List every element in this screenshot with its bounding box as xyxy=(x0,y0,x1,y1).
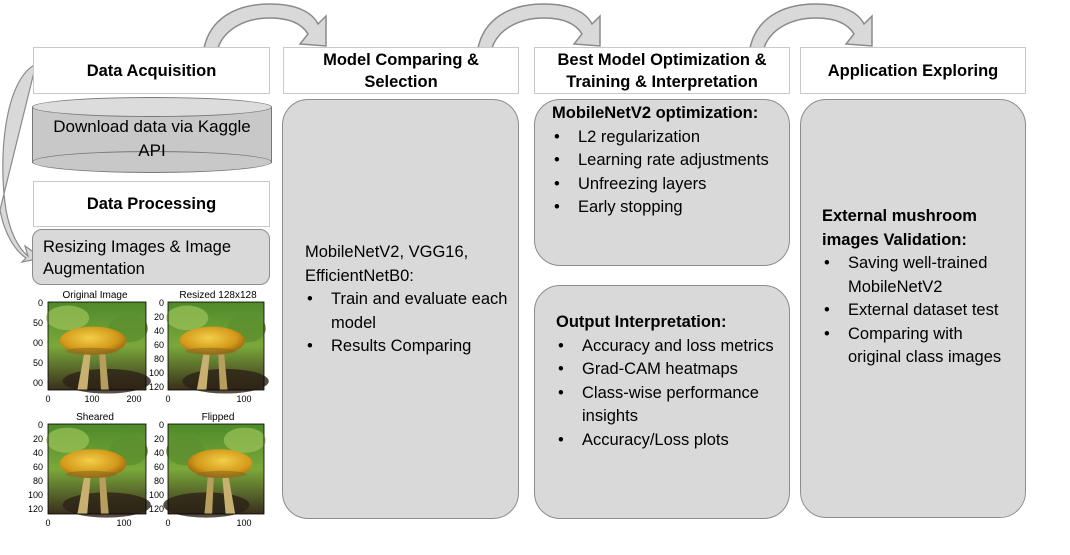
download-text: Download data via Kaggle API xyxy=(32,115,272,162)
thumb-flipped-ytick-4: 80 xyxy=(154,476,164,486)
augmentation-thumbnails: Original Image 0 50 00 50 00 0 100 200 R… xyxy=(28,290,269,528)
optimization-item: Learning rate adjustments xyxy=(552,149,781,173)
header-data-acquisition: Data Acquisition xyxy=(33,47,270,94)
thumb-sheared-ytick-1: 20 xyxy=(33,434,43,444)
header-data-processing: Data Processing xyxy=(33,181,270,227)
application-list: Saving well-trained MobileNetV2 External… xyxy=(822,252,1017,370)
thumb-flipped: Flipped 0 20 40 60 80 100 120 0 100 xyxy=(149,412,266,528)
thumb-resized-title: Resized 128x128 xyxy=(179,290,257,301)
thumb-resized-ytick-0: 0 xyxy=(159,298,164,308)
download-line1: Download data via Kaggle xyxy=(53,117,251,136)
thumb-flipped-ytick-5: 100 xyxy=(149,490,164,500)
cylinder-bottom xyxy=(32,151,272,173)
thumb-original-ytick-4: 00 xyxy=(33,378,43,388)
application-item: Saving well-trained MobileNetV2 xyxy=(822,252,1017,299)
optimization-panel: MobileNetV2 optimization: L2 regularizat… xyxy=(534,99,790,266)
interpretation-title: Output Interpretation: xyxy=(556,313,727,331)
cylinder-top xyxy=(32,97,272,117)
download-cylinder: Download data via Kaggle API xyxy=(32,97,272,173)
thumb-resized-xtick-0: 0 xyxy=(165,394,170,404)
thumb-flipped-ytick-3: 60 xyxy=(154,462,164,472)
thumb-resized: Resized 128x128 0 20 40 60 80 100 120 0 … xyxy=(149,290,269,404)
thumb-flipped-ytick-6: 120 xyxy=(149,504,164,514)
thumb-sheared-ytick-2: 40 xyxy=(33,448,43,458)
thumb-original-ytick-2: 00 xyxy=(33,338,43,348)
resizing-line1: Resizing Images & Image xyxy=(43,238,232,256)
thumb-resized-ytick-3: 60 xyxy=(154,340,164,350)
thumb-sheared: Sheared 0 20 40 60 80 100 120 0 100 xyxy=(28,412,151,528)
thumb-flipped-ytick-2: 40 xyxy=(154,448,164,458)
interpretation-panel: Output Interpretation: Accuracy and loss… xyxy=(534,285,790,519)
resizing-line2: Augmentation xyxy=(43,260,145,278)
application-item: Comparing with original class images xyxy=(822,323,1017,370)
optimization-list: L2 regularization Learning rate adjustme… xyxy=(552,126,781,220)
thumb-resized-ytick-1: 20 xyxy=(154,312,164,322)
thumb-flipped-xtick-0: 0 xyxy=(165,518,170,528)
thumb-original-xtick-1: 100 xyxy=(84,394,99,404)
header-best-model-line1: Best Model Optimization & xyxy=(557,50,767,69)
optimization-item: L2 regularization xyxy=(552,126,781,150)
thumb-flipped-ytick-0: 0 xyxy=(159,420,164,430)
thumb-resized-xtick-1: 100 xyxy=(236,394,251,404)
header-application: Application Exploring xyxy=(800,47,1026,94)
thumb-original-xtick-0: 0 xyxy=(45,394,50,404)
interpretation-item: Class-wise performance insights xyxy=(556,382,781,429)
arrow-acquisition-to-model xyxy=(203,3,327,49)
header-data-acquisition-label: Data Acquisition xyxy=(86,61,217,80)
application-panel: External mushroom images Validation: Sav… xyxy=(800,99,1026,518)
thumb-sheared-ytick-6: 120 xyxy=(28,504,43,514)
thumb-sheared-ytick-0: 0 xyxy=(38,420,43,430)
optimization-title: MobileNetV2 optimization: xyxy=(552,104,759,122)
header-best-model: Best Model Optimization & Training & Int… xyxy=(534,47,790,94)
thumb-original-ytick-3: 50 xyxy=(33,358,43,368)
header-data-processing-label: Data Processing xyxy=(86,195,217,213)
thumb-flipped-xtick-1: 100 xyxy=(236,518,251,528)
header-model-comparing-label: Model Comparing & Selection xyxy=(323,50,479,91)
thumb-original-ytick-1: 50 xyxy=(33,318,43,328)
thumb-original-xtick-2: 200 xyxy=(126,394,141,404)
application-title: External mushroom images Validation: xyxy=(822,207,977,249)
interpretation-item: Accuracy/Loss plots xyxy=(556,429,781,453)
resizing-box: Resizing Images & Image Augmentation xyxy=(32,229,270,285)
optimization-item: Early stopping xyxy=(552,196,781,220)
thumb-sheared-xtick-0: 0 xyxy=(45,518,50,528)
thumb-flipped-title: Flipped xyxy=(202,412,235,423)
thumb-sheared-ytick-4: 80 xyxy=(33,476,43,486)
download-line2: API xyxy=(138,140,166,160)
model-panel-intro: MobileNetV2, VGG16, EfficientNetB0: xyxy=(305,243,469,285)
optimization-item: Unfreezing layers xyxy=(552,173,781,197)
thumb-resized-ytick-2: 40 xyxy=(154,326,164,336)
application-item: External dataset test xyxy=(822,299,1017,323)
thumb-original: Original Image 0 50 00 50 00 0 100 200 xyxy=(33,290,151,404)
thumb-sheared-title: Sheared xyxy=(76,412,114,423)
thumb-original-title: Original Image xyxy=(62,290,127,301)
interpretation-item: Accuracy and loss metrics xyxy=(556,335,781,359)
model-panel-item: Results Comparing xyxy=(305,335,510,359)
interpretation-list: Accuracy and loss metrics Grad-CAM heatm… xyxy=(556,335,781,453)
thumb-resized-ytick-4: 80 xyxy=(154,354,164,364)
thumb-resized-ytick-6: 120 xyxy=(149,382,164,392)
thumb-sheared-ytick-3: 60 xyxy=(33,462,43,472)
arrow-optimization-to-application xyxy=(749,3,873,49)
header-best-model-line2: Training & Interpretation xyxy=(566,72,758,91)
model-panel: MobileNetV2, VGG16, EfficientNetB0: Trai… xyxy=(282,99,519,519)
header-model-comparing: Model Comparing & Selection xyxy=(283,47,519,94)
header-application-label: Application Exploring xyxy=(827,61,999,80)
thumb-flipped-ytick-1: 20 xyxy=(154,434,164,444)
thumb-original-ytick-0: 0 xyxy=(38,298,43,308)
model-panel-list: Train and evaluate each model Results Co… xyxy=(305,288,510,359)
model-panel-item: Train and evaluate each model xyxy=(305,288,510,335)
interpretation-item: Grad-CAM heatmaps xyxy=(556,358,781,382)
arrow-model-to-optimization xyxy=(477,3,601,49)
arrow-acquisition-to-processing xyxy=(0,62,44,263)
thumb-sheared-ytick-5: 100 xyxy=(28,490,43,500)
thumb-sheared-xtick-1: 100 xyxy=(116,518,131,528)
thumb-resized-ytick-5: 100 xyxy=(149,368,164,378)
